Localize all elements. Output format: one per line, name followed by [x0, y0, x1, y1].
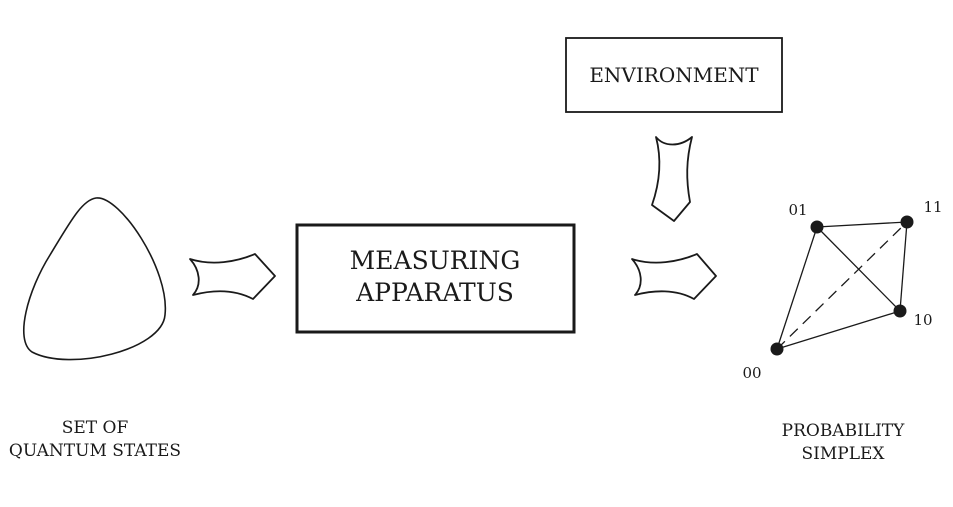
simplex-edge-11-10: [899, 221, 908, 312]
simplex-vertex-label-01: 01: [788, 201, 807, 219]
simplex-vertex-label-00: 00: [742, 364, 761, 382]
measuring-apparatus-label-line1: MEASURING: [350, 246, 521, 275]
measuring-apparatus-box: [295, 223, 576, 334]
simplex-caption-line2: SIMPLEX: [801, 444, 885, 464]
simplex-edge-00-10: [776, 310, 901, 350]
simplex-caption-line1: PROBABILITY: [782, 421, 905, 441]
simplex-edge-00-01: [776, 226, 818, 350]
probability-simplex: 00 01 11 10: [742, 198, 942, 382]
environment-box: [565, 37, 783, 113]
simplex-edge-00-11-hidden: [776, 221, 908, 350]
simplex-vertex-01: [810, 220, 824, 234]
quantum-states-caption-line1: SET OF: [62, 418, 129, 438]
simplex-vertex-10: [893, 304, 907, 318]
simplex-vertex-label-11: 11: [923, 198, 942, 216]
measuring-apparatus-label-line2: APPARATUS: [355, 278, 514, 307]
simplex-vertex-11: [900, 215, 914, 229]
quantum-states-shape: [23, 197, 167, 361]
simplex-vertex-00: [770, 342, 784, 356]
quantum-states-caption-line2: QUANTUM STATES: [9, 441, 181, 461]
arrow-environment-down: [651, 136, 693, 222]
arrow-apparatus-to-simplex: [631, 253, 717, 300]
environment-label: ENVIRONMENT: [589, 63, 759, 87]
simplex-edge-01-11: [816, 221, 908, 228]
arrow-states-to-apparatus: [189, 253, 276, 300]
simplex-vertex-label-10: 10: [913, 311, 932, 329]
